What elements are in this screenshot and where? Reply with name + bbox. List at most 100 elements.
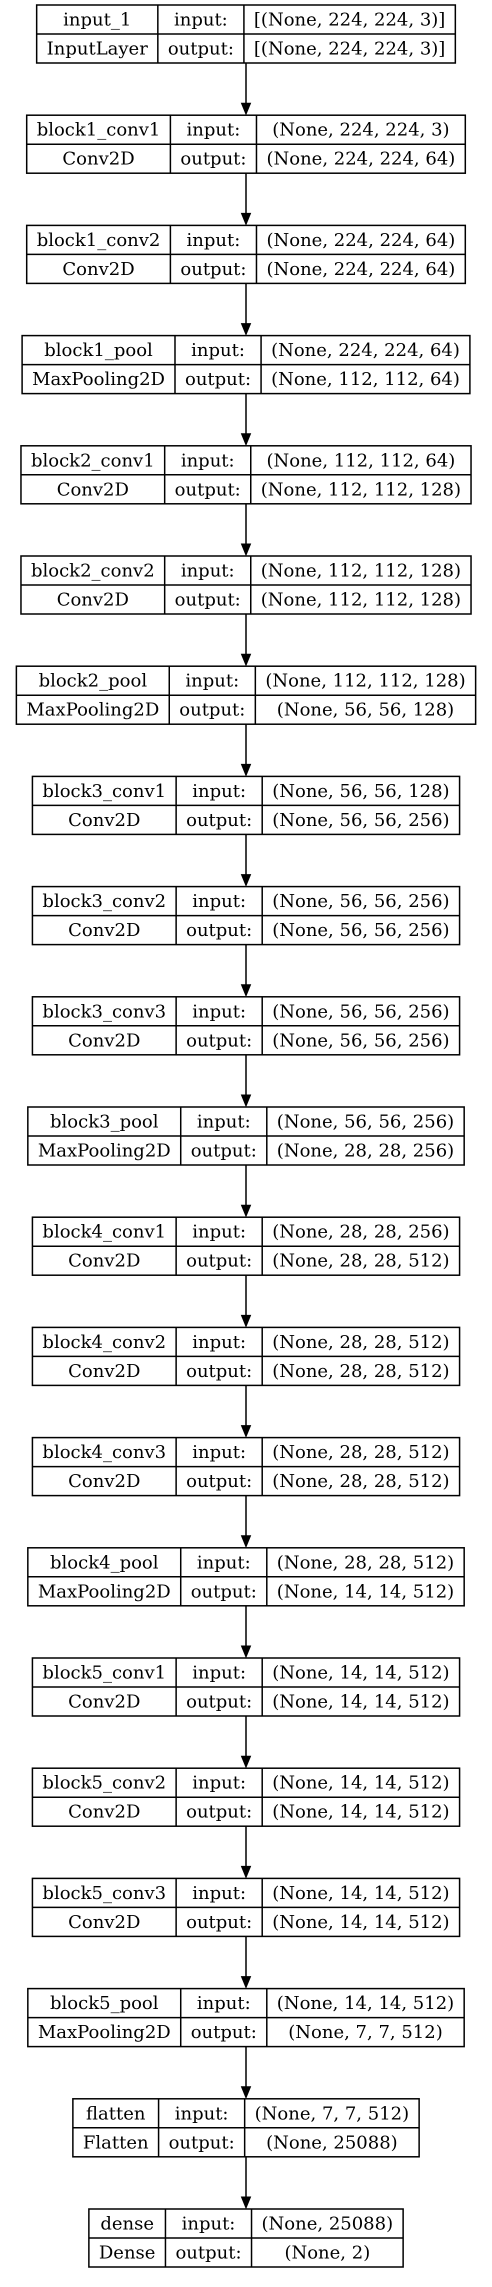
arrowhead-icon <box>240 1976 252 1989</box>
arrowhead-icon <box>240 1204 252 1218</box>
layer-type: MaxPooling2D <box>38 2022 171 2043</box>
layer-name: block5_conv3 <box>42 1883 166 1904</box>
input-label: input: <box>192 1773 246 1794</box>
layer-input-shape: [(None, 224, 224, 3)] <box>254 10 445 31</box>
input-label: input: <box>191 340 245 361</box>
layer-name: block3_conv3 <box>42 1001 166 1022</box>
layer-input-shape: (None, 28, 28, 256) <box>272 1222 449 1243</box>
layer-output-shape: (None, 28, 28, 512) <box>272 1471 449 1492</box>
layer-name: block4_conv1 <box>42 1222 166 1243</box>
output-label: output: <box>191 1581 257 1602</box>
layer-name: block5_conv2 <box>42 1773 166 1794</box>
arrowhead-icon <box>240 2196 252 2210</box>
output-label: output: <box>185 369 251 390</box>
layer-name: block4_conv2 <box>42 1332 166 1353</box>
layer-input-shape: (None, 112, 112, 64) <box>266 450 455 471</box>
layer-type: Conv2D <box>62 149 134 170</box>
arrowhead-icon <box>240 433 252 447</box>
layer-output-shape: (None, 224, 224, 64) <box>266 259 455 280</box>
input-label: input: <box>182 2214 236 2235</box>
layer-output-shape: (None, 224, 224, 64) <box>266 149 455 170</box>
edge-arrow-block1_pool-to-block2_conv1 <box>240 393 252 447</box>
output-label: output: <box>191 1141 257 1162</box>
layer-type: Conv2D <box>68 1802 140 1823</box>
layer-type: Conv2D <box>62 259 134 280</box>
edge-arrow-block3_conv1-to-block3_conv2 <box>240 834 252 887</box>
layer-output-shape: (None, 28, 28, 512) <box>272 1251 449 1272</box>
layer-type: Conv2D <box>68 1471 140 1492</box>
edge-arrow-block5_conv3-to-block5_pool <box>240 1936 252 1989</box>
layer-type: InputLayer <box>47 39 149 60</box>
output-label: output: <box>186 1912 252 1933</box>
layer-output-shape: (None, 56, 56, 256) <box>272 920 449 941</box>
layer-name: input_1 <box>63 10 131 31</box>
output-label: output: <box>186 1030 252 1051</box>
input-label: input: <box>197 1552 251 1573</box>
arrowhead-icon <box>240 323 252 336</box>
layer-name: block3_pool <box>50 1112 159 1133</box>
edge-arrow-block2_conv1-to-block2_conv2 <box>240 503 252 557</box>
output-label: output: <box>180 149 246 170</box>
layer-input-shape: (None, 25088) <box>262 2214 394 2235</box>
layer-output-shape: (None, 56, 56, 256) <box>272 810 449 831</box>
layer-output-shape: (None, 112, 112, 128) <box>261 590 461 611</box>
layer-input-shape: (None, 14, 14, 512) <box>272 1883 449 1904</box>
arrowhead-icon <box>240 543 252 557</box>
arrowhead-icon <box>240 2086 252 2100</box>
edge-arrow-block4_conv1-to-block4_conv2 <box>240 1275 252 1328</box>
layer-type: Conv2D <box>68 1251 140 1272</box>
edge-arrow-block4_conv2-to-block4_conv3 <box>240 1385 252 1438</box>
layer-name: flatten <box>86 2103 146 2124</box>
layer-type: Conv2D <box>68 920 140 941</box>
edge-arrow-block1_conv2-to-block1_pool <box>240 283 252 336</box>
input-label: input: <box>197 1112 251 1133</box>
output-label: output: <box>175 2243 241 2264</box>
arrowhead-icon <box>240 1314 252 1328</box>
edge-arrow-block3_pool-to-block4_conv1 <box>240 1165 252 1218</box>
input-label: input: <box>185 671 239 692</box>
layer-output-shape: (None, 2) <box>284 2243 370 2264</box>
arrowhead-icon <box>240 1535 252 1549</box>
edge-arrow-block5_conv2-to-block5_conv3 <box>240 1826 252 1879</box>
layer-input-shape: (None, 224, 224, 64) <box>271 340 460 361</box>
output-label: output: <box>186 810 252 831</box>
output-label: output: <box>186 1692 252 1713</box>
layer-output-shape: (None, 25088) <box>266 2132 398 2153</box>
arrowhead-icon <box>240 763 252 777</box>
input-label: input: <box>181 450 235 471</box>
input-label: input: <box>192 891 246 912</box>
layer-output-shape: (None, 28, 28, 256) <box>277 1141 454 1162</box>
layer-name: block1_conv1 <box>37 120 161 141</box>
layer-output-shape: (None, 7, 7, 512) <box>288 2022 442 2043</box>
layer-name: block3_conv2 <box>42 891 166 912</box>
layer-node-block3_pool: block3_poolMaxPooling2Dinput:output:(Non… <box>27 1106 465 1166</box>
layer-name: dense <box>100 2214 154 2235</box>
layer-input-shape: (None, 112, 112, 128) <box>265 671 465 692</box>
layer-input-shape: (None, 56, 56, 256) <box>272 1001 449 1022</box>
output-label: output: <box>186 1802 252 1823</box>
layer-input-shape: (None, 14, 14, 512) <box>277 1993 454 2014</box>
layer-input-shape: (None, 28, 28, 512) <box>277 1552 454 1573</box>
arrowhead-icon <box>240 984 252 998</box>
layer-output-shape: (None, 112, 112, 128) <box>261 479 461 500</box>
layer-output-shape: [(None, 224, 224, 3)] <box>254 39 445 60</box>
layer-input-shape: (None, 224, 224, 64) <box>266 230 455 251</box>
layer-input-shape: (None, 7, 7, 512) <box>255 2103 409 2124</box>
arrowhead-icon <box>240 102 252 116</box>
input-label: input: <box>181 561 235 582</box>
input-label: input: <box>187 230 241 251</box>
output-label: output: <box>179 700 245 721</box>
output-label: output: <box>175 590 241 611</box>
edge-arrow-input_1-to-block1_conv1 <box>240 63 252 116</box>
edge-arrow-block4_conv3-to-block4_pool <box>240 1495 252 1549</box>
layer-input-shape: (None, 224, 224, 3) <box>272 120 449 141</box>
layer-type: MaxPooling2D <box>38 1581 171 1602</box>
output-label: output: <box>186 1361 252 1382</box>
